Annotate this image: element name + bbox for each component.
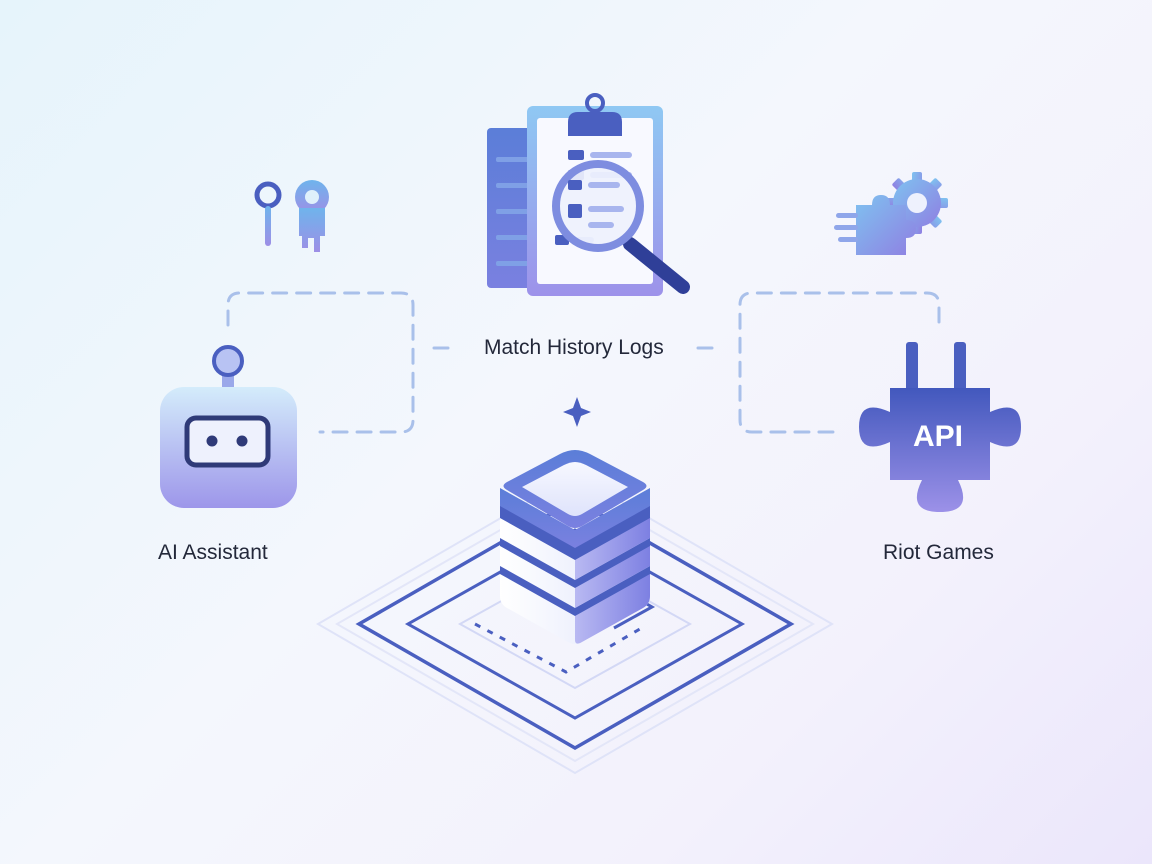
- api-badge: API: [913, 420, 963, 453]
- sparkle-icon: [563, 397, 591, 427]
- gear-puzzle-icon: [834, 172, 948, 255]
- clipboard-magnifier-icon: [487, 93, 690, 296]
- api-puzzle-icon: [859, 342, 1021, 512]
- database-stack-icon: [500, 450, 650, 644]
- match-history-logs-label: Match History Logs: [484, 336, 664, 359]
- robot-icon: [160, 345, 297, 508]
- riot-games-label: Riot Games: [883, 541, 994, 564]
- key-icons: [254, 180, 329, 252]
- connector-logs-to-riot: [696, 291, 941, 434]
- circuit-base: [316, 473, 834, 775]
- connector-ai-to-logs: [226, 291, 460, 434]
- ai-assistant-label: AI Assistant: [158, 541, 268, 564]
